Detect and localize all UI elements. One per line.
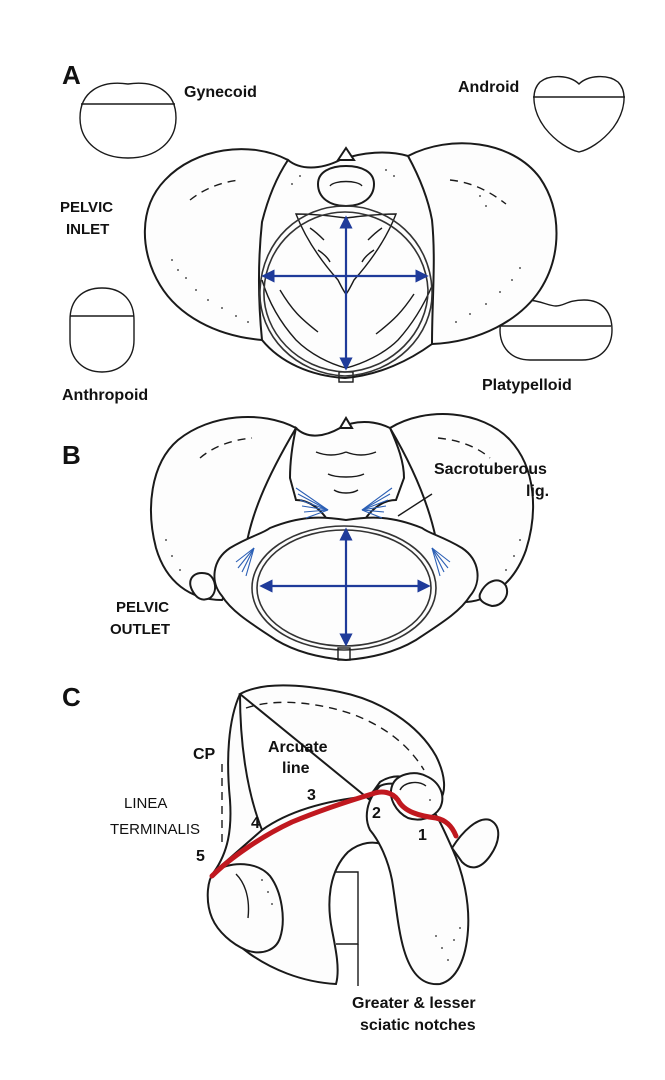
panel-c-letter: C xyxy=(62,682,81,712)
pelvic-inlet-line2: INLET xyxy=(66,221,109,238)
panel-c: C xyxy=(62,682,500,1034)
number-5: 5 xyxy=(196,848,205,865)
sacrotuberous-ligament-right xyxy=(361,487,451,577)
pelvic-outlet-line2: OUTLET xyxy=(110,621,170,638)
linea-terminalis-line2: TERMINALIS xyxy=(110,821,200,838)
pelvic-outlet-line1: PELVIC xyxy=(116,599,169,616)
android-shape xyxy=(533,75,625,153)
panel-a: A Gynecoid Android PELVIC INLET Anthropo… xyxy=(60,60,625,404)
sacrotuberous-ligament-left xyxy=(235,487,329,577)
gynecoid-shape xyxy=(79,82,177,159)
sacrotuberous-label-line2: lig. xyxy=(526,483,549,500)
linea-terminalis-line1: LINEA xyxy=(124,795,167,812)
arcuate-label-line1: Arcuate xyxy=(268,739,328,756)
cp-label: CP xyxy=(193,746,216,763)
arcuate-label-line2: line xyxy=(282,760,310,777)
pelvis-outlet-illustration xyxy=(150,413,534,662)
gynecoid-label: Gynecoid xyxy=(184,84,257,101)
number-2: 2 xyxy=(372,805,381,822)
sciatic-notches-line2: sciatic notches xyxy=(360,1017,476,1034)
platypelloid-label: Platypelloid xyxy=(482,377,572,394)
pelvic-inlet-line1: PELVIC xyxy=(60,199,113,216)
linea-terminalis-line xyxy=(209,789,459,879)
panel-b: B xyxy=(62,413,549,662)
number-3: 3 xyxy=(307,787,316,804)
android-label: Android xyxy=(458,79,519,96)
panel-a-letter: A xyxy=(62,60,81,90)
sacrotuberous-label-line1: Sacrotuberous xyxy=(434,461,547,478)
sciatic-notches-line1: Greater & lesser xyxy=(352,995,476,1012)
anthropoid-shape xyxy=(69,287,135,373)
number-4: 4 xyxy=(251,815,260,832)
number-1: 1 xyxy=(418,827,427,844)
platypelloid-shape xyxy=(499,299,613,361)
pelvis-inlet-illustration xyxy=(143,142,558,383)
anthropoid-label: Anthropoid xyxy=(62,387,148,404)
panel-b-letter: B xyxy=(62,440,81,470)
hip-bone-illustration xyxy=(206,684,500,986)
